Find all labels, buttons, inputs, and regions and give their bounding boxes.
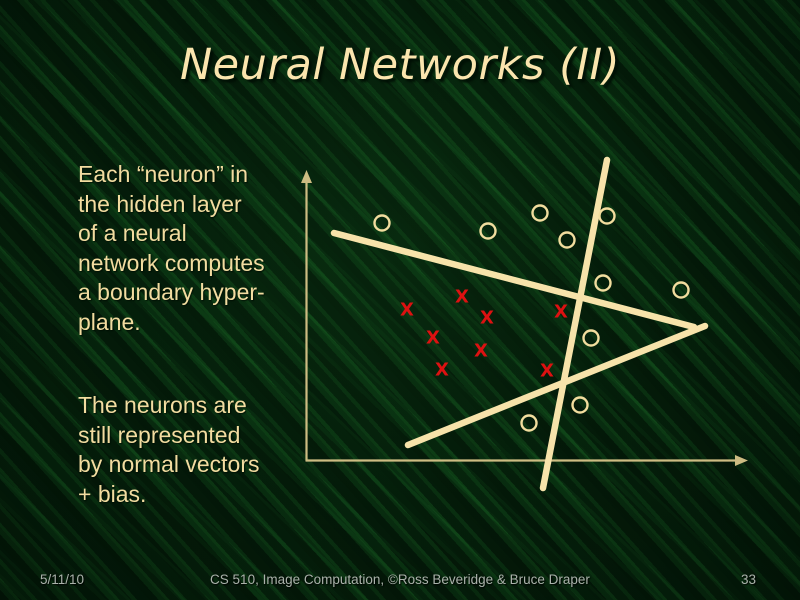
x-marker: X <box>400 300 414 321</box>
text-line: by normal vectors <box>78 451 260 477</box>
text-line: the hidden layer <box>78 190 242 217</box>
o-marker <box>571 396 589 414</box>
x-marker: X <box>480 308 494 329</box>
o-marker <box>373 214 391 232</box>
boundary-line <box>330 229 698 331</box>
o-marker <box>594 274 612 292</box>
x-marker: X <box>455 287 469 308</box>
text-line: plane. <box>78 308 141 335</box>
paragraph: Each “neuron” in the hidden layer of a neu… <box>78 160 318 337</box>
slide-title: Neural Networks (II) <box>179 40 621 90</box>
o-marker <box>479 222 497 240</box>
text-line: network computes <box>78 249 265 276</box>
body-text: Each “neuron” in the hidden layer of a neu… <box>78 160 318 509</box>
o-marker <box>582 329 600 347</box>
footer-page-number: 33 <box>740 572 756 587</box>
footer-credit: CS 510, Image Computation, ©Ross Beverid… <box>210 572 590 587</box>
text-line: still represented <box>78 421 241 448</box>
text-line: a boundary hyper- <box>78 279 265 305</box>
o-marker <box>672 281 690 299</box>
footer: 5/11/10 CS 510, Image Computation, ©Ross… <box>0 572 800 588</box>
o-marker <box>558 231 576 249</box>
boundary-line <box>404 322 709 449</box>
o-marker <box>598 207 616 225</box>
footer-date: 5/11/10 <box>40 572 85 587</box>
y-axis-arrowhead <box>301 170 312 183</box>
x-axis-arrowhead <box>735 455 748 466</box>
text-line: Each “neuron” in <box>78 161 249 187</box>
text-line: The neurons are <box>78 392 247 418</box>
text-line: + bias. <box>78 480 147 507</box>
x-marker: X <box>554 302 568 323</box>
x-marker: X <box>435 360 449 381</box>
paragraph: The neurons are still represented by norma… <box>78 391 318 509</box>
o-marker <box>531 204 549 222</box>
text-line: of a neural <box>78 220 187 246</box>
o-marker <box>520 414 538 432</box>
x-marker: X <box>540 361 554 382</box>
boundary-line <box>539 156 611 492</box>
x-marker: X <box>426 328 440 349</box>
x-marker: X <box>474 341 488 362</box>
